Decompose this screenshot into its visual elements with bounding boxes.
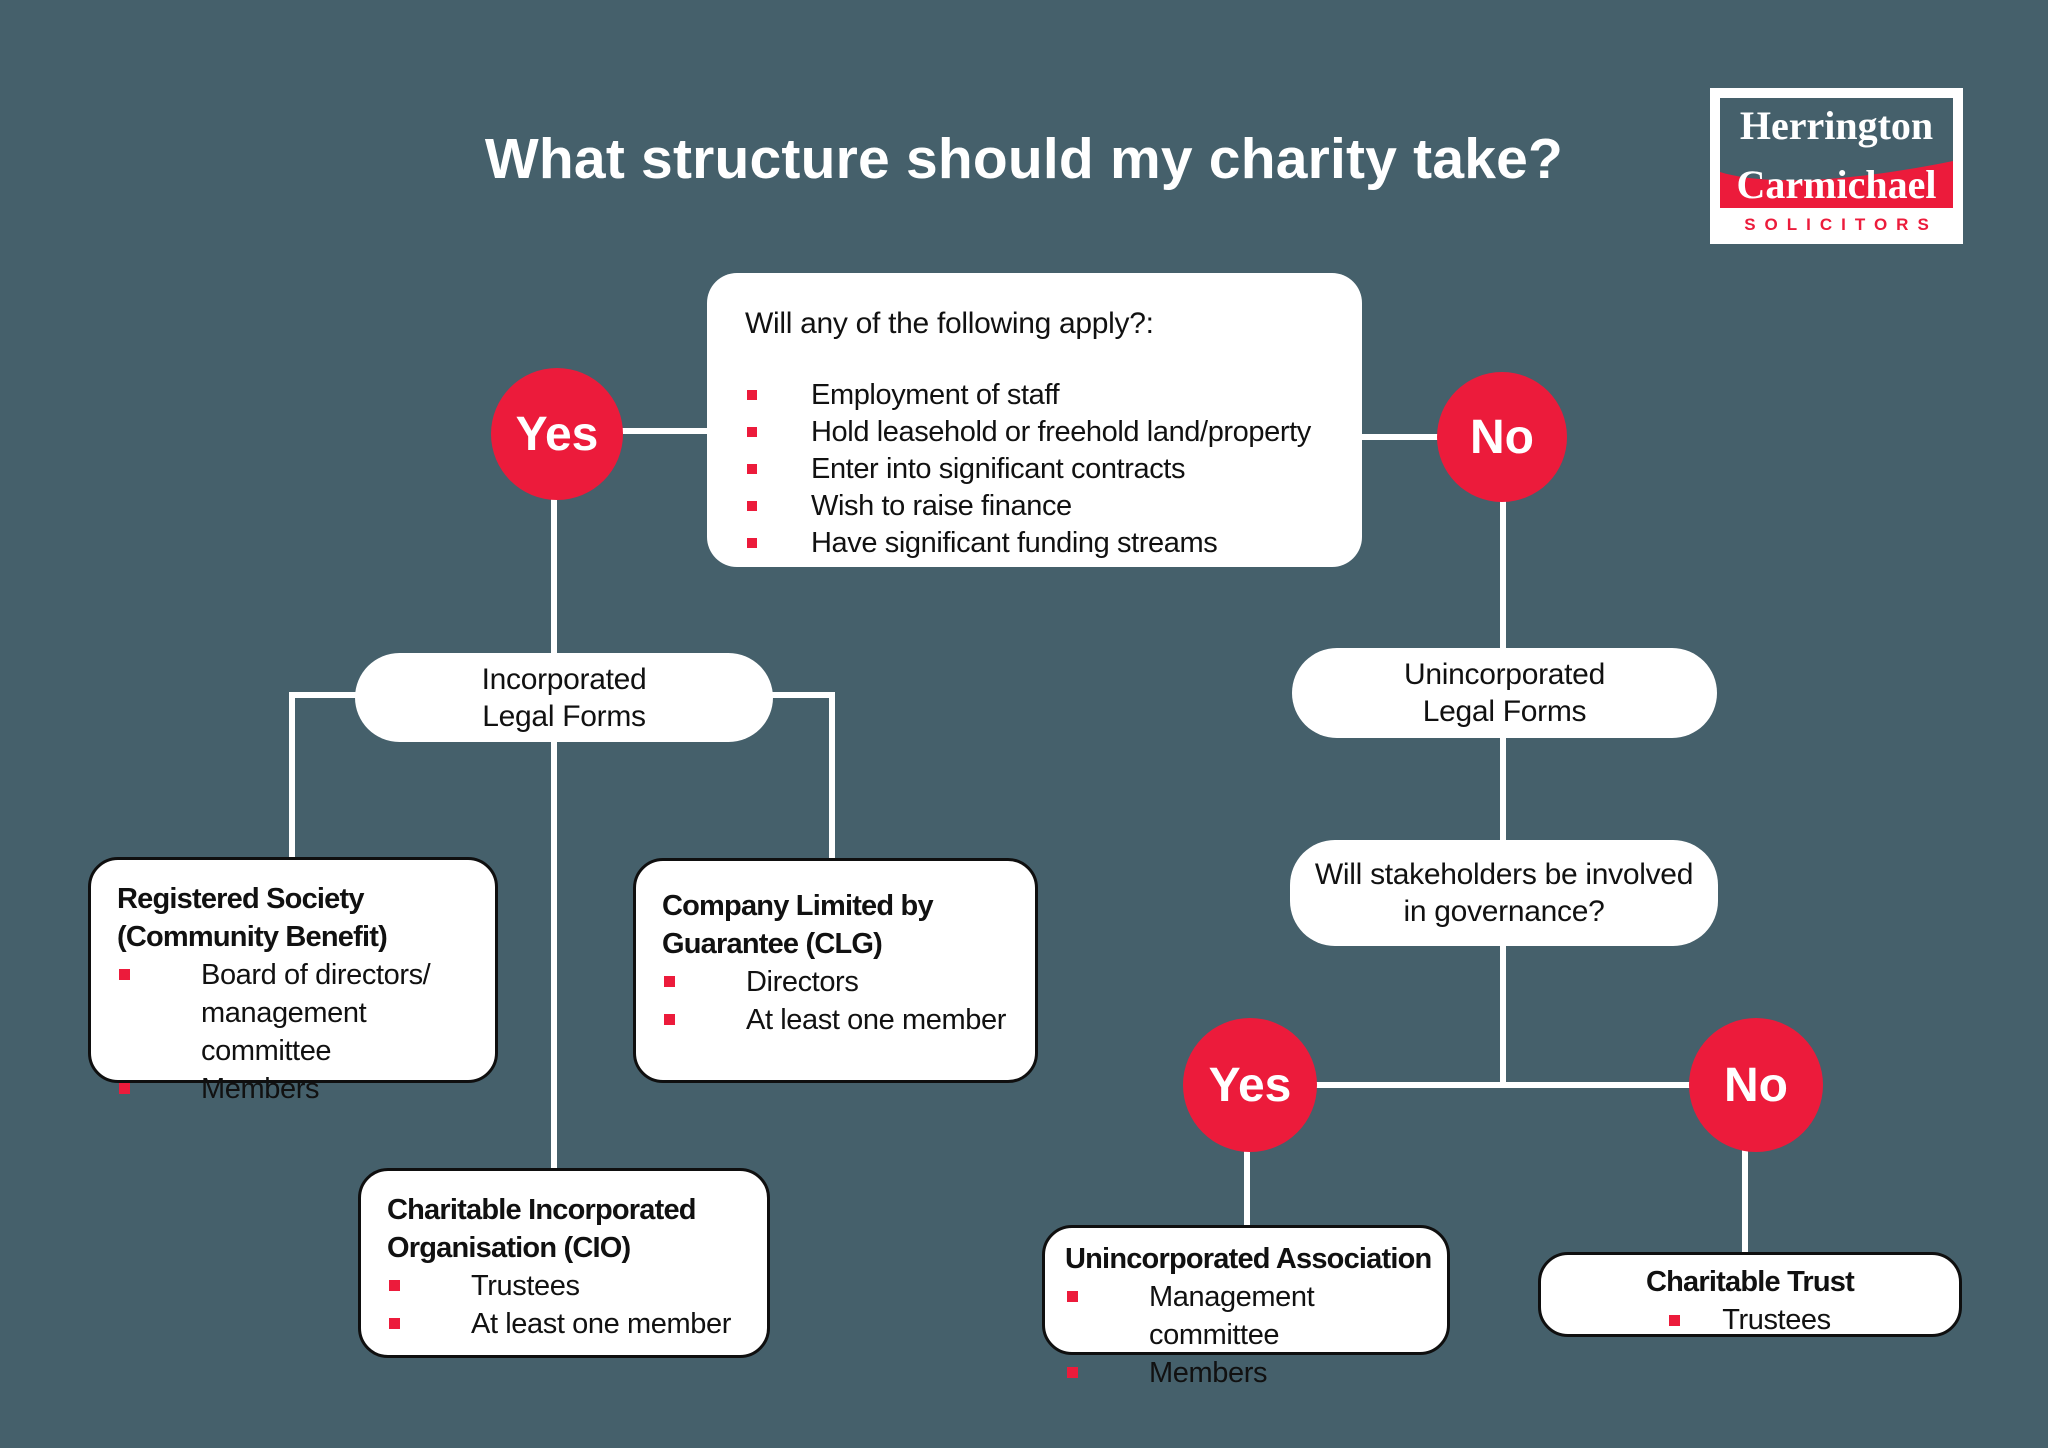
decision-yes-top-circle: Yes xyxy=(491,368,623,500)
connector-line xyxy=(1500,943,1506,1088)
card-registered-society: Registered Society (Community Benefit) B… xyxy=(88,857,498,1105)
question-bullet-item: Employment of staff xyxy=(745,377,1338,414)
card-bullet-item: Directors xyxy=(662,963,1023,1001)
question-bullet-list: Employment of staff Hold leasehold or fr… xyxy=(745,377,1338,562)
card-title: Charitable Trust xyxy=(1646,1266,1855,1298)
connector-line xyxy=(289,692,295,860)
card-title: Company Limited by Guarantee (CLG) xyxy=(662,890,934,960)
logo-red-wave-icon xyxy=(1720,161,1953,208)
question-heading: Will any of the following apply?: xyxy=(745,307,1154,340)
node-stakeholders-question: Will stakeholders be involved in governa… xyxy=(1290,840,1718,946)
connector-line xyxy=(289,692,357,698)
decision-yes-bottom-label: Yes xyxy=(1208,1058,1292,1112)
logo-name-top: Herrington xyxy=(1739,103,1934,148)
card-unincorporated-association: Unincorporated Association Management co… xyxy=(1042,1225,1450,1389)
card-bullet-text: Trustees xyxy=(1722,1304,1831,1336)
card-bullet-list: Management committee Members xyxy=(1065,1278,1439,1392)
connector-line xyxy=(1314,1082,1694,1088)
connector-line xyxy=(829,692,835,861)
node-unincorporated-legal-forms: Unincorporated Legal Forms xyxy=(1292,648,1717,738)
connector-line xyxy=(1500,500,1506,652)
card-title: Charitable Incorporated Organisation (CI… xyxy=(387,1194,697,1264)
connector-line xyxy=(1742,1148,1748,1256)
logo-name-bottom: Carmichael xyxy=(1736,162,1937,207)
question-bullet-item: Enter into significant contracts xyxy=(745,451,1338,488)
node-incorporated-legal-forms: Incorporated Legal Forms xyxy=(355,653,773,742)
card-bullet-item: Trustees xyxy=(387,1267,755,1305)
logo-upper-panel: Herrington Carmichael xyxy=(1720,98,1953,208)
connector-line xyxy=(771,692,835,698)
connector-line xyxy=(551,739,557,1171)
connector-line xyxy=(620,428,710,434)
card-bullet-list: Trustees At least one member xyxy=(387,1267,755,1343)
card-bullet-item: Members xyxy=(117,1070,483,1108)
card-bullet-item: Members xyxy=(1065,1354,1439,1392)
page-title: What structure should my charity take? xyxy=(484,127,1564,191)
card-bullet-list: Directors At least one member xyxy=(662,963,1023,1039)
decision-yes-top-label: Yes xyxy=(515,407,599,461)
question-box: Will any of the following apply?: Employ… xyxy=(707,273,1362,567)
card-bullet-item: At least one member xyxy=(387,1305,755,1343)
card-bullet-list: Board of directors/ management committee… xyxy=(117,956,483,1108)
connector-line xyxy=(1500,734,1506,844)
card-charitable-trust: Charitable Trust Trustees xyxy=(1538,1252,1962,1337)
card-bullet-item: Board of directors/ management committee xyxy=(117,956,483,1070)
decision-yes-bottom-circle: Yes xyxy=(1183,1018,1317,1152)
card-company-limited-by-guarantee: Company Limited by Guarantee (CLG) Direc… xyxy=(633,858,1038,1083)
question-bullet-item: Have significant funding streams xyxy=(745,525,1338,562)
connector-line xyxy=(1244,1148,1250,1228)
card-bullet-item: At least one member xyxy=(662,1001,1023,1039)
card-charitable-incorporated-organisation: Charitable Incorporated Organisation (CI… xyxy=(358,1168,770,1358)
bullet-square-icon xyxy=(1669,1314,1681,1326)
connector-line xyxy=(551,498,557,656)
decision-no-top-circle: No xyxy=(1437,372,1567,502)
card-title: Registered Society (Community Benefit) xyxy=(117,883,388,953)
card-bullet-item: Trustees xyxy=(1551,1302,1949,1338)
question-bullet-item: Wish to raise finance xyxy=(745,488,1338,525)
card-title: Unincorporated Association xyxy=(1065,1243,1432,1275)
connector-line xyxy=(1360,434,1440,440)
card-bullet-item: Management committee xyxy=(1065,1278,1439,1354)
decision-no-bottom-circle: No xyxy=(1689,1018,1823,1152)
brand-logo: Herrington Carmichael SOLICITORS xyxy=(1710,88,1963,244)
question-bullet-item: Hold leasehold or freehold land/property xyxy=(745,414,1338,451)
logo-tagline: SOLICITORS xyxy=(1744,215,1938,234)
decision-no-top-label: No xyxy=(1470,410,1534,464)
decision-no-bottom-label: No xyxy=(1724,1058,1788,1112)
